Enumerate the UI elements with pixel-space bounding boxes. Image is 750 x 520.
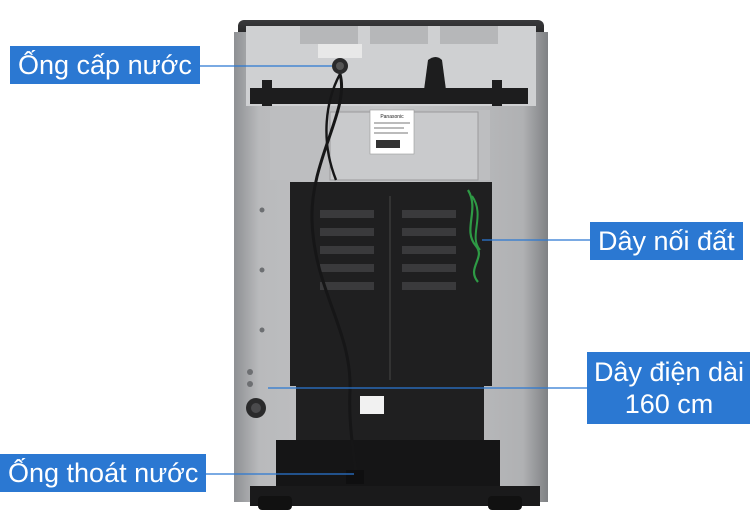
product-sticker: Panasonic — [369, 109, 415, 155]
label-power-cord: Dây điện dài 160 cm — [587, 352, 750, 424]
rear-back-panel — [250, 182, 540, 510]
sticker-brand: Panasonic — [380, 114, 404, 120]
water-inlet-valve — [332, 58, 348, 74]
label-drain-hose: Ống thoát nước — [0, 454, 207, 492]
label-water-inlet: Ống cấp nước — [10, 46, 200, 84]
label-ground-wire: Dây nối đất — [590, 222, 743, 260]
power-cord — [310, 73, 358, 483]
ground-wire — [467, 189, 480, 283]
